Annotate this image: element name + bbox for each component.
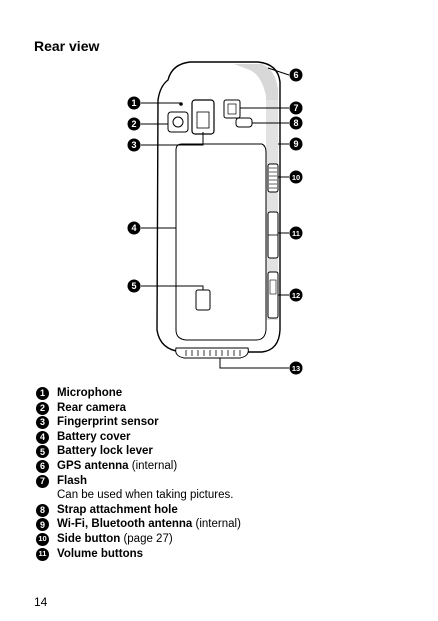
legend-label: GPS antenna [57,459,129,472]
callout-11-label: 11 [292,229,300,238]
side-port [267,271,279,319]
legend-item: 4 Battery cover [36,430,241,445]
callout-4 [127,221,141,235]
legend-suffix: (page 27) [120,532,173,545]
legend-number: 7 [36,474,49,488]
callout-10 [289,170,303,184]
parts-legend: 1 Microphone 2 Rear camera 3 Fingerprint… [36,386,241,561]
legend-number: 1 [36,387,49,400]
legend-label: Fingerprint sensor [57,416,159,429]
legend-number: 11 [36,547,49,561]
page-number: 14 [34,595,48,609]
microphone-hole [179,102,183,106]
callout-12 [289,288,303,302]
legend-suffix: (internal) [192,518,241,531]
legend-label: Side button [57,532,121,545]
callout-12-label: 12 [292,291,300,300]
legend-item: 10 Side button (page 27) [36,532,241,547]
legend-item: 2 Rear camera [36,401,241,416]
callout-5-label: 5 [131,281,136,291]
legend-number: 10 [36,532,49,546]
legend-note-text: Can be used when taking pictures. [57,489,234,502]
legend-item: 7 Flash [36,474,241,489]
callout-9-label: 9 [293,139,298,149]
legend-label: Flash [57,474,88,487]
callout-10-label: 10 [292,173,300,182]
callout-4-label: 4 [131,223,136,233]
callout-2 [127,117,141,131]
callout-9 [289,137,303,151]
callout-6-label: 6 [293,70,298,80]
legend-label: Microphone [57,387,123,399]
legend-label: Wi-Fi, Bluetooth antenna [57,518,193,531]
legend-item: 6 GPS antenna (internal) [36,459,241,474]
legend-label: Strap attachment hole [57,503,178,516]
page-heading: Rear view [34,38,100,54]
battery-lock-lever [195,289,211,311]
legend-item: 11 Volume buttons [36,547,241,562]
legend-suffix: (internal) [128,459,178,472]
callout-2-label: 2 [131,119,136,129]
callout-3 [127,138,141,152]
side-button [267,163,279,193]
callout-8 [289,116,303,130]
legend-item: 9 Wi-Fi, Bluetooth antenna (internal) [36,517,241,532]
callout-1-label: 1 [131,98,136,108]
legend-note: Can be used when taking pictures. [36,488,241,503]
callout-7-label: 7 [293,103,298,113]
legend-number: 6 [36,459,49,473]
battery-cover-outline [175,143,267,341]
callout-8-label: 8 [293,118,298,128]
callout-3-label: 3 [131,140,136,150]
legend-label: Battery lock lever [57,445,153,458]
legend-item: 8 Strap attachment hole [36,503,241,518]
strap-hole [235,117,253,128]
callout-7 [289,101,303,115]
callout-13-label: 13 [292,364,300,373]
legend-item: 1 Microphone [36,386,241,401]
legend-number: 8 [36,503,49,517]
legend-number: 3 [36,416,49,430]
callout-11 [289,226,303,240]
legend-number: 9 [36,518,49,532]
bottom-connector [175,347,249,359]
legend-item: 3 Fingerprint sensor [36,415,241,430]
callout-13 [289,361,303,375]
legend-label: Rear camera [57,401,127,414]
callout-5 [127,279,141,293]
legend-number: 4 [36,430,49,444]
legend-item: 5 Battery lock lever [36,444,241,459]
wifi-strip [266,100,278,320]
legend-number: 5 [36,445,49,459]
legend-label: Volume buttons [57,547,144,560]
callout-1 [127,96,141,110]
legend-label: Battery cover [57,430,131,443]
callout-6 [289,68,303,82]
legend-number: 2 [36,401,49,415]
phone-body [156,61,281,353]
